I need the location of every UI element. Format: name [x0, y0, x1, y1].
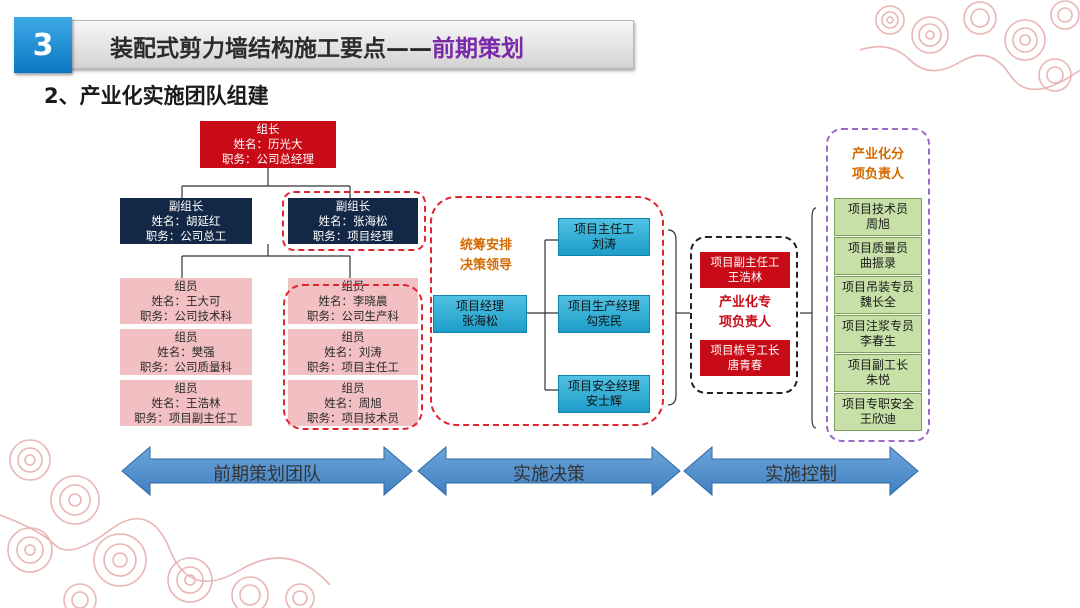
project-manager-box: 项目经理张海松 — [433, 295, 527, 333]
item-box: 项目副工长朱悦 — [834, 354, 922, 392]
title-highlight: 前期策划 — [432, 36, 524, 62]
item-box: 项目专职安全王欣迪 — [834, 393, 922, 431]
phase-label-2: 实施决策 — [513, 464, 585, 485]
title-bar — [34, 20, 634, 69]
leader-box: 组长姓名：历光大职务：公司总经理 — [200, 121, 336, 168]
member-box: 组员姓名：王大可职务：公司技术科 — [120, 278, 252, 324]
deputy-leader-box-2: 副组长姓名：张海松职务：项目经理 — [288, 198, 418, 244]
section-subtitle: 2、产业化实施团队组建 — [44, 84, 269, 108]
specialist-label: 产业化专项负责人 — [718, 295, 771, 330]
item-box: 项目质量员曲振录 — [834, 237, 922, 275]
member-box: 组员姓名：周旭职务：项目技术员 — [288, 380, 418, 426]
decision-sub-box: 项目主任工刘涛 — [558, 218, 650, 256]
phase-label-1: 前期策划团队 — [213, 464, 321, 485]
decision-frame — [430, 196, 664, 426]
decision-sub-box: 项目安全经理安士辉 — [558, 375, 650, 413]
deputy-leader-box-1: 副组长姓名：胡延红职务：公司总工 — [120, 198, 252, 244]
section-number: 3 — [14, 17, 72, 73]
page-title: 装配式剪力墙结构施工要点——前期策划 — [110, 36, 524, 62]
cloud-pattern-bottom-left — [0, 439, 331, 608]
phase-arrow-3 — [683, 445, 919, 497]
member-box: 组员姓名：刘涛职务：项目主任工 — [288, 329, 418, 375]
items-label: 产业化分项负责人 — [851, 147, 904, 182]
item-box: 项目吊装专员魏长全 — [834, 276, 922, 314]
items-frame — [826, 128, 930, 442]
specialist-box-bottom: 项目栋号工长唐青春 — [700, 340, 790, 376]
decision-label: 统筹安排决策领导 — [459, 238, 512, 273]
phase-label-3: 实施控制 — [765, 464, 837, 485]
phase-arrow-2 — [417, 445, 681, 497]
decision-sub-box: 项目生产经理勾宪民 — [558, 295, 650, 333]
item-box: 项目注浆专员李春生 — [834, 315, 922, 353]
item-box: 项目技术员周旭 — [834, 198, 922, 236]
deputy-highlight-frame — [282, 191, 426, 251]
cloud-pattern-top-right — [859, 0, 1080, 92]
member-box: 组员姓名：王浩林职务：项目副主任工 — [120, 380, 252, 426]
specialist-frame — [690, 236, 798, 394]
member-box: 组员姓名：樊强职务：公司质量科 — [120, 329, 252, 375]
phase-arrow-1 — [121, 445, 413, 497]
specialist-box-top: 项目副主任工王浩林 — [700, 252, 790, 288]
members-highlight-frame — [283, 284, 423, 430]
